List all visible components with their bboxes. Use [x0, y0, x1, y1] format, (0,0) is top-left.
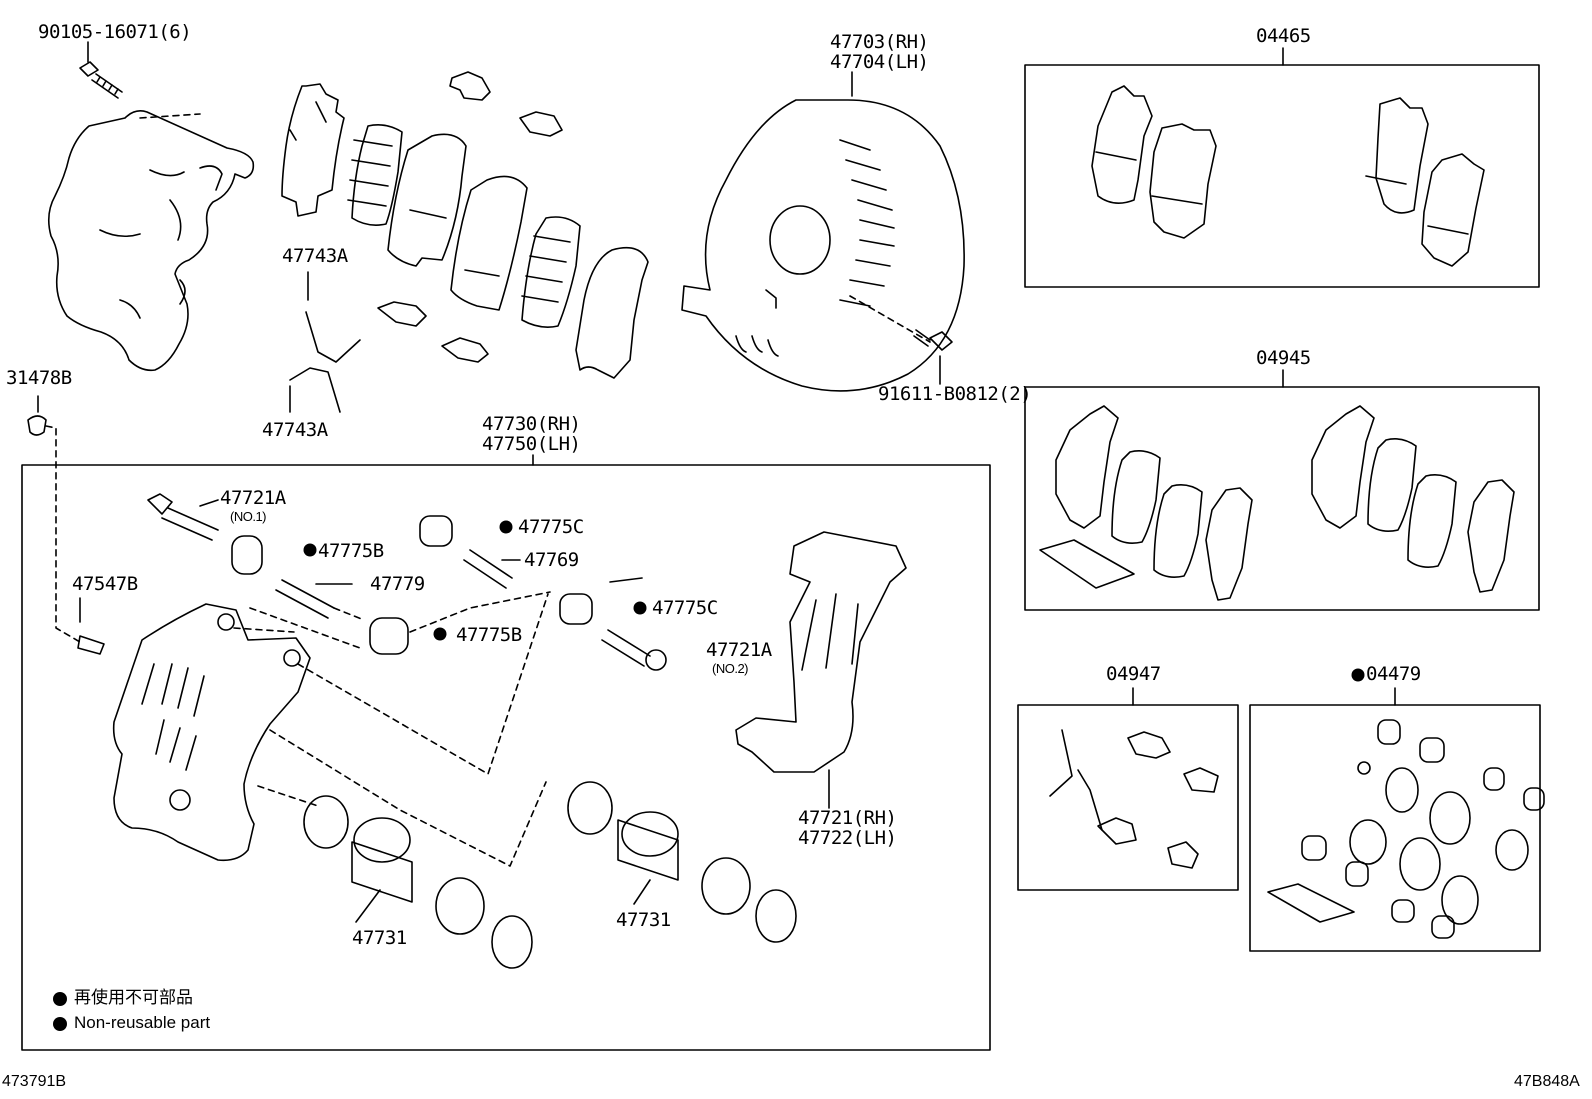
label-47750-lh: 47750(LH) — [482, 433, 581, 455]
pad-kit-04945 — [1039, 405, 1515, 601]
label-47721-rh: 47721(RH) — [798, 807, 897, 829]
bolt-90105 — [79, 41, 123, 99]
label-47703-rh: 47703(RH) — [830, 31, 929, 53]
pad-shim-set — [281, 83, 649, 379]
label-47731-left: 47731 — [352, 927, 407, 949]
bolt-91611 — [913, 329, 953, 385]
assembly-guides — [233, 591, 551, 867]
piston-47731-left — [303, 795, 533, 969]
label-04479: 04479 — [1366, 663, 1421, 685]
label-04947: 04947 — [1106, 663, 1161, 685]
caliper-bracket-47721 — [735, 531, 907, 809]
label-47721a-no1-sub: (NO.1) — [230, 509, 267, 524]
label-47721a-no2-sub: (NO.2) — [712, 661, 749, 676]
boot-47775b-1 — [231, 535, 263, 575]
label-47779: 47779 — [370, 573, 425, 595]
steering-knuckle — [47, 110, 255, 372]
caliper-bolt-47721a-no2 — [601, 629, 667, 671]
boot-47775c-2 — [559, 593, 593, 625]
piston-47731-right — [567, 781, 797, 943]
label-47730-rh: 47730(RH) — [482, 413, 581, 435]
pad-kit-04465 — [1091, 85, 1485, 267]
pin-47769 — [463, 549, 513, 589]
label-47775b-1: 47775B — [318, 540, 384, 562]
kit-box-04465 — [1024, 64, 1540, 288]
pad-wear-indicator-47743a — [289, 271, 361, 413]
label-47743a-top: 47743A — [282, 245, 348, 267]
label-04945: 04945 — [1256, 347, 1311, 369]
label-47775b-2: 47775B — [456, 624, 522, 646]
pad-clips — [377, 71, 563, 363]
label-47769: 47769 — [524, 549, 579, 571]
legend-non-reusable: Non-reusable part — [74, 1013, 211, 1032]
disc-dust-cover — [681, 71, 965, 392]
label-47721a-no1: 47721A — [220, 487, 286, 509]
non-reusable-markers — [53, 520, 1365, 1031]
label-90105-16071: 90105-16071(6) — [38, 21, 192, 43]
label-04465: 04465 — [1256, 25, 1311, 47]
caliper-assembly-box — [21, 464, 991, 1051]
part-31478b — [27, 395, 81, 643]
label-47547b: 47547B — [72, 573, 138, 595]
label-47704-lh: 47704(LH) — [830, 51, 929, 73]
boot-47775c-1 — [419, 515, 453, 547]
label-91611-b0812: 91611-B0812(2) — [878, 383, 1032, 405]
shim-clip-kit-04947 — [1049, 729, 1219, 869]
label-47775c-2: 47775C — [652, 597, 718, 619]
caliper-body — [112, 603, 311, 862]
label-47722-lh: 47722(LH) — [798, 827, 897, 849]
sensor-bolt-47547b — [77, 635, 105, 655]
label-47775c-1: 47775C — [518, 516, 584, 538]
label-47743a-bottom: 47743A — [262, 419, 328, 441]
label-47731-right: 47731 — [616, 909, 671, 931]
legend-japanese: 再使用不可部品 — [74, 988, 193, 1007]
kit-box-04479 — [1249, 704, 1541, 952]
label-leaders — [79, 499, 651, 923]
seal-kit-04479 — [1267, 719, 1545, 939]
label-31478b: 31478B — [6, 367, 72, 389]
pin-47779 — [275, 579, 335, 619]
caliper-bolt-47721a-no1 — [147, 493, 219, 541]
kit-box-04947 — [1017, 704, 1239, 891]
label-47721a-no2: 47721A — [706, 639, 772, 661]
footer-code-right: 47B848A — [1514, 1073, 1580, 1090]
kit-box-04945 — [1024, 386, 1540, 611]
footer-code-left: 473791B — [2, 1073, 67, 1090]
boot-47775b-2 — [369, 617, 409, 655]
